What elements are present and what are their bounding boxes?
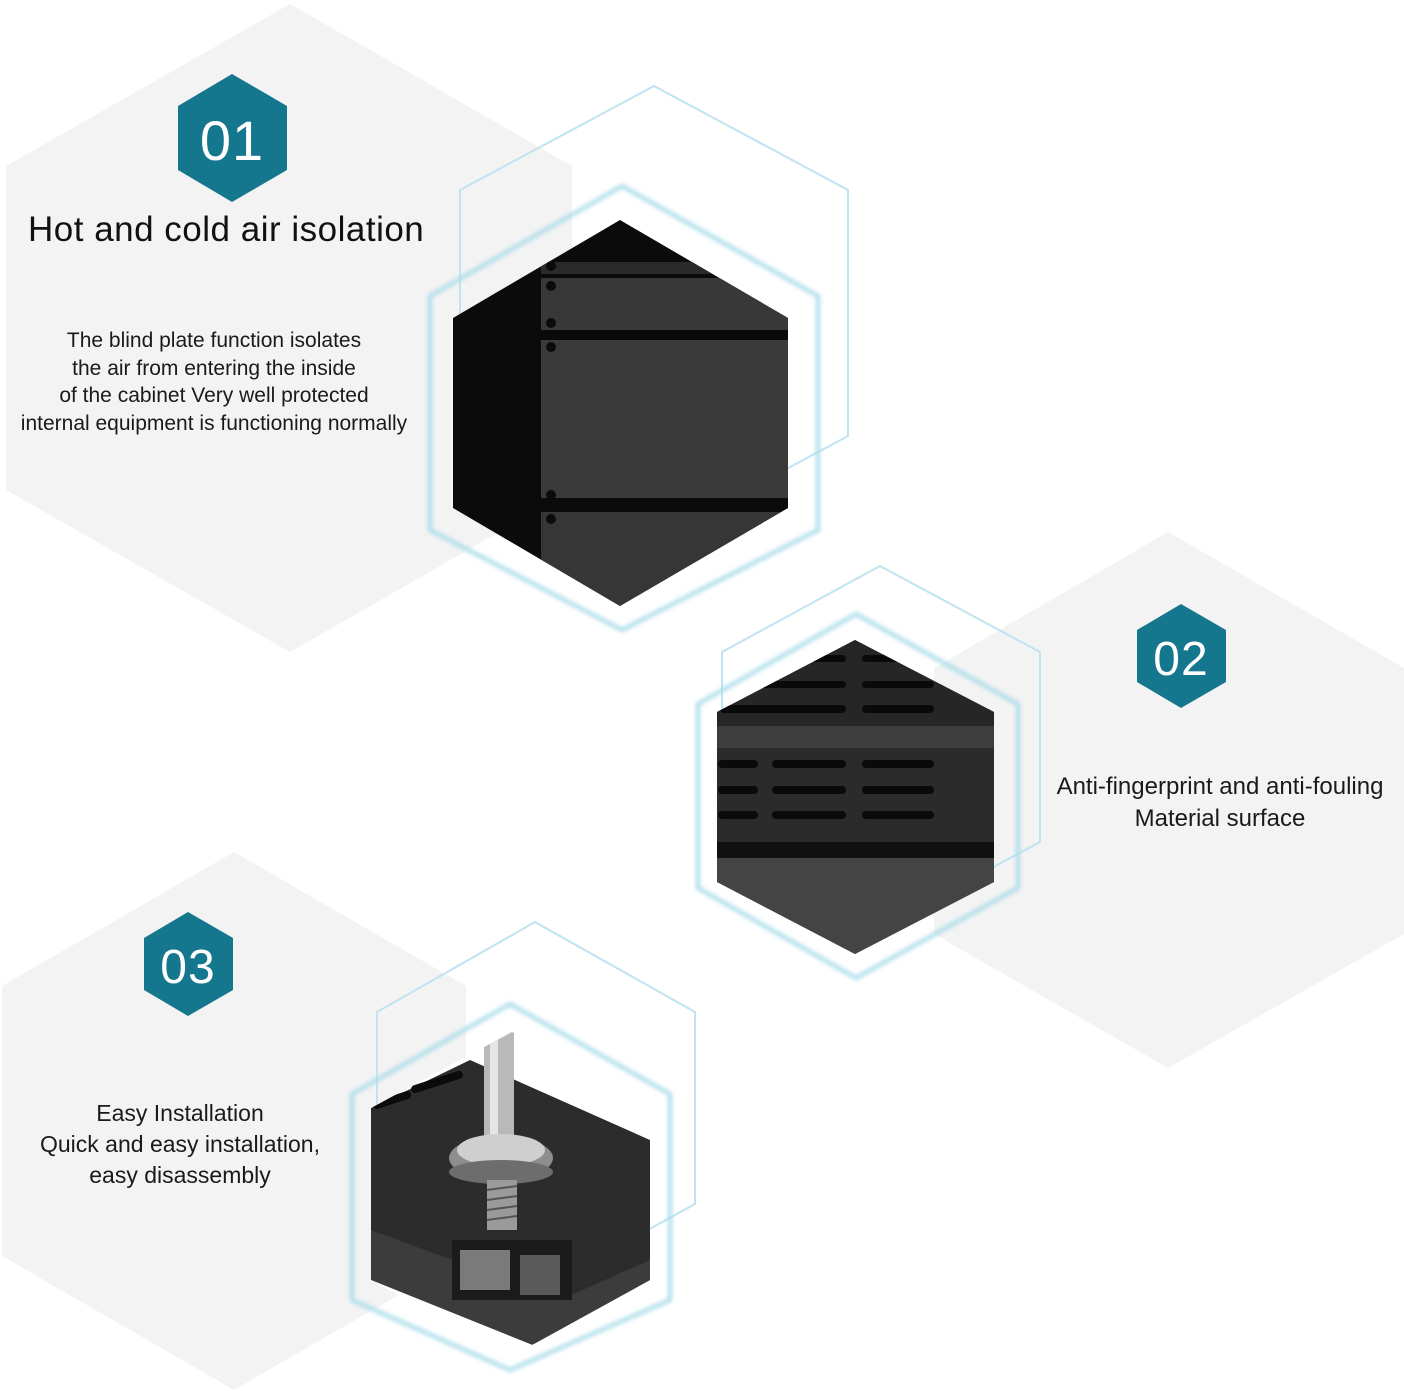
description-line: easy disassembly (89, 1162, 271, 1188)
screw-installation-image (371, 1032, 650, 1356)
description-line: the air from entering the inside (72, 356, 356, 380)
background-hexagons (2, 4, 1404, 1390)
description-line: Quick and easy installation, (40, 1131, 320, 1157)
description-line: Material surface (1134, 805, 1306, 832)
feature-01-title: Hot and cold air isolation (28, 210, 425, 249)
badge-01: 01 (178, 74, 287, 202)
badge-03-number: 03 (160, 941, 215, 994)
badge-01-number: 01 (200, 109, 264, 172)
feature-02-description: Anti-fingerprint and anti-fouling Materi… (1040, 771, 1400, 835)
description-line: Easy Installation (96, 1100, 264, 1126)
description-line: Anti-fingerprint and anti-fouling (1056, 773, 1384, 800)
description-line: internal equipment is functioning normal… (20, 411, 408, 435)
badge-03: 03 (144, 912, 233, 1016)
vented-panel-image (717, 640, 994, 954)
feature-01-description: The blind plate function isolates the ai… (4, 327, 424, 437)
badge-02-number: 02 (1153, 633, 1208, 686)
description-line: The blind plate function isolates (66, 329, 362, 352)
badge-02: 02 (1137, 604, 1226, 708)
feature-03-description: Easy Installation Quick and easy install… (20, 1098, 340, 1191)
description-line: of the cabinet Very well protected (59, 384, 369, 407)
